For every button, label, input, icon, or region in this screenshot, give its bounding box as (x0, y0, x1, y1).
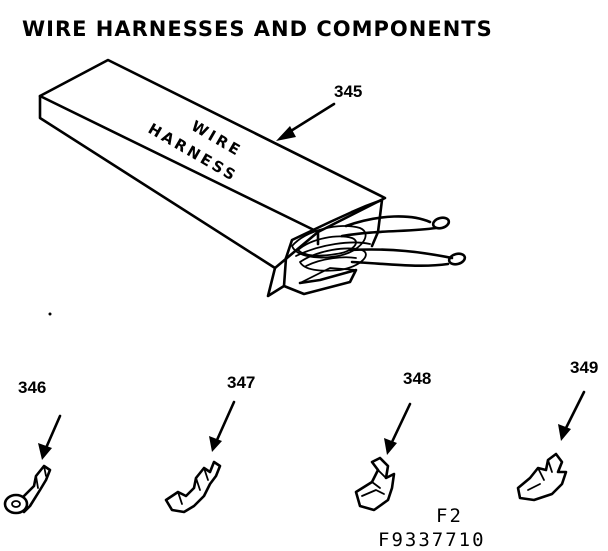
arrow-347 (209, 400, 236, 452)
callout-348: 348 (403, 369, 431, 388)
arrow-345 (276, 102, 336, 141)
callout-347: 347 (227, 373, 255, 392)
spade-terminal-347 (164, 460, 222, 514)
arrow-349 (558, 390, 586, 441)
female-connector-349 (516, 452, 568, 502)
arrow-348 (384, 402, 412, 455)
drawing-number: F9337710 (378, 529, 486, 551)
scan-speck (48, 312, 52, 316)
diagram-title: WIRE HARNESSES AND COMPONENTS (22, 17, 493, 41)
lead-terminal-upper (431, 216, 451, 230)
wire-harness-box (38, 58, 467, 298)
ring-terminal-346 (3, 464, 52, 515)
callout-346: 346 (18, 378, 46, 397)
figure-code: F2 (436, 505, 463, 527)
lead-terminal-lower (447, 252, 467, 266)
callout-345: 345 (334, 82, 362, 101)
female-connector-348 (354, 456, 396, 512)
arrow-346 (38, 414, 62, 460)
callout-349: 349 (570, 358, 598, 377)
